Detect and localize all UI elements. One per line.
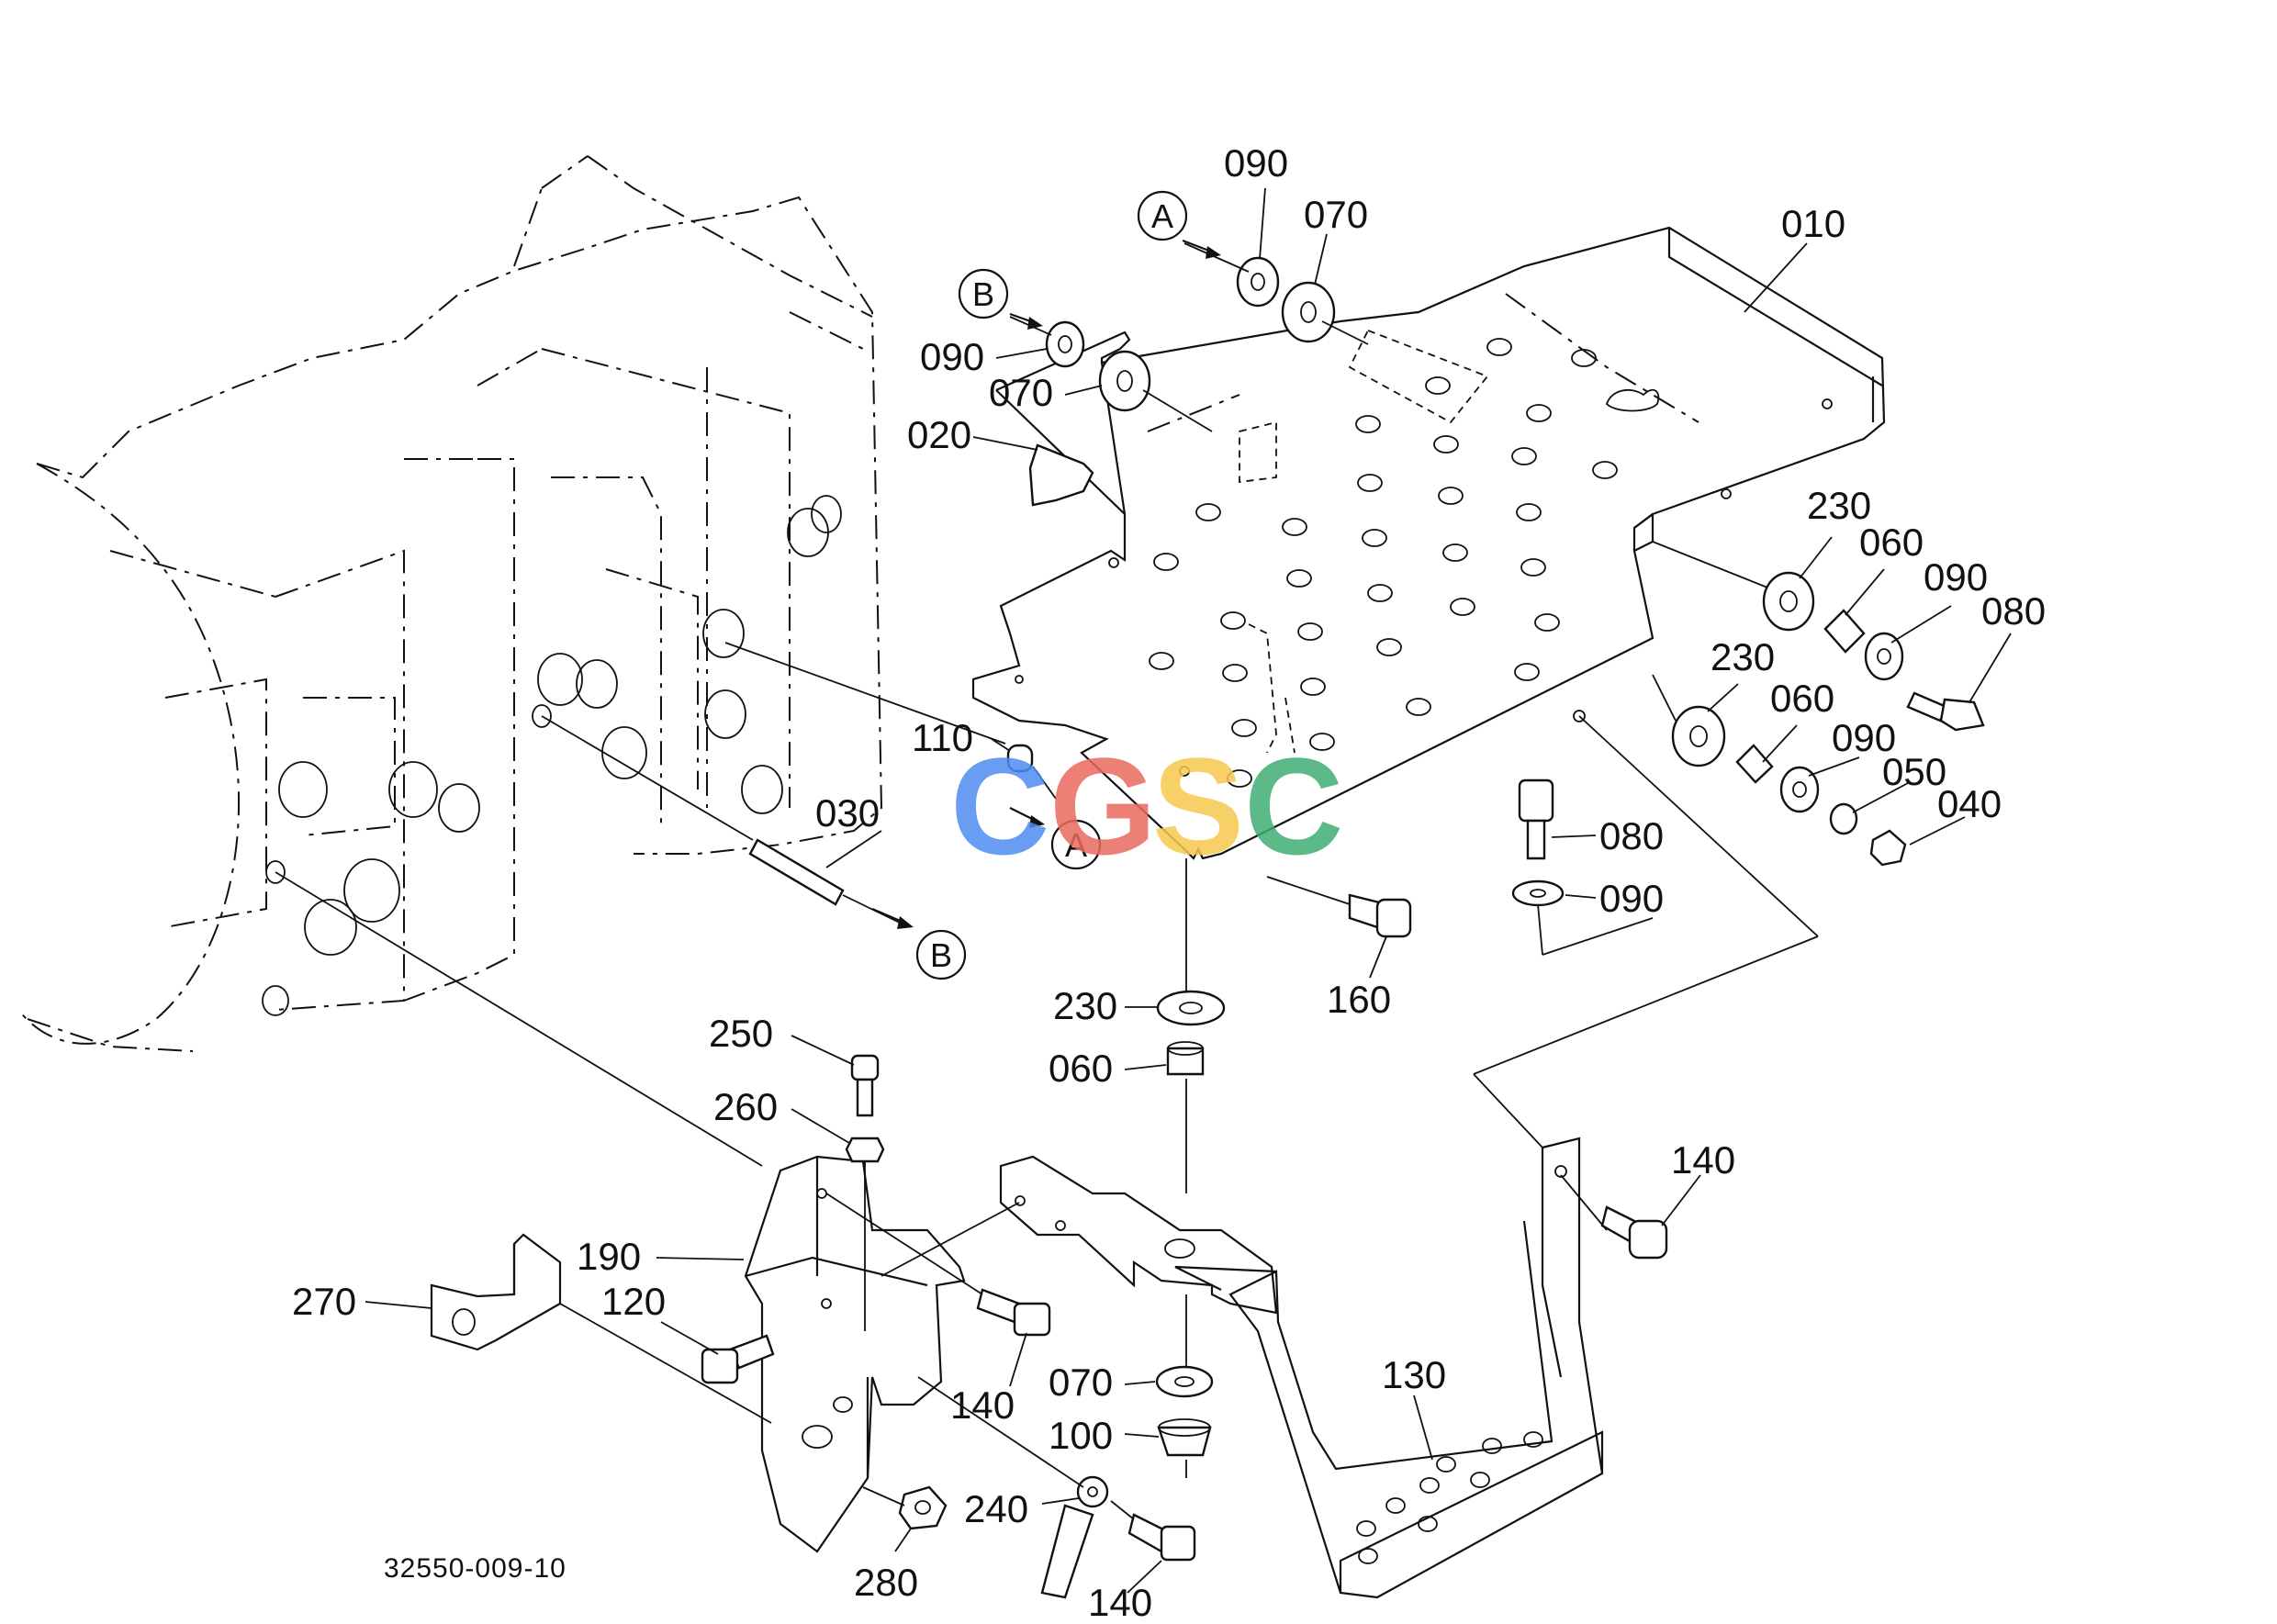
step-bracket-130 bbox=[1174, 1137, 1604, 1599]
svg-text:B: B bbox=[972, 275, 994, 313]
label-100: 100 bbox=[1049, 1414, 1113, 1457]
label-160: 160 bbox=[1327, 978, 1391, 1021]
label-090-washer: 090 bbox=[1599, 877, 1664, 920]
label-020: 020 bbox=[907, 413, 971, 456]
label-140-bottom: 140 bbox=[1088, 1581, 1152, 1619]
label-090-top: 090 bbox=[1224, 141, 1288, 185]
label-110: 110 bbox=[912, 716, 973, 759]
washer-070-left bbox=[1098, 350, 1151, 412]
stud-030 bbox=[748, 838, 845, 906]
step-plate-010 bbox=[971, 226, 1886, 860]
watermark-letter-c1: C bbox=[950, 729, 1049, 883]
transmission-housing bbox=[17, 155, 883, 1052]
svg-text:B: B bbox=[930, 936, 952, 974]
label-030: 030 bbox=[815, 791, 880, 834]
label-090-lower: 090 bbox=[1832, 716, 1896, 759]
reference-arrows bbox=[871, 239, 1221, 929]
washer-070-top bbox=[1281, 281, 1336, 343]
label-190: 190 bbox=[577, 1235, 641, 1278]
label-140-center: 140 bbox=[950, 1383, 1015, 1427]
watermark-letter-s: S bbox=[1152, 729, 1244, 883]
watermark-letter-c2: C bbox=[1244, 729, 1343, 883]
hardware-parts bbox=[701, 256, 1985, 1599]
mid-support-bracket bbox=[999, 1155, 1278, 1315]
washer-090-top bbox=[1236, 256, 1280, 308]
label-280: 280 bbox=[854, 1561, 918, 1604]
label-090-upper: 090 bbox=[1924, 555, 1988, 599]
svg-text:A: A bbox=[1151, 197, 1173, 235]
lever-bracket-190 bbox=[744, 1155, 966, 1553]
label-230-center: 230 bbox=[1053, 984, 1117, 1027]
label-040: 040 bbox=[1937, 782, 2002, 825]
label-080-lower: 080 bbox=[1599, 814, 1664, 857]
washer-090-left bbox=[1045, 320, 1085, 368]
label-060-center: 060 bbox=[1049, 1047, 1113, 1090]
label-230-lower: 230 bbox=[1711, 635, 1775, 678]
ref-mark-a-top: A bbox=[1137, 190, 1188, 241]
label-270: 270 bbox=[292, 1280, 356, 1323]
ref-mark-b-bottom: B bbox=[915, 929, 967, 980]
ref-mark-b-top: B bbox=[958, 268, 1009, 319]
part-labels: 010 090 070 090 070 020 110 030 230 060 … bbox=[292, 141, 2046, 1624]
label-230-upper: 230 bbox=[1807, 484, 1871, 527]
label-070-left: 070 bbox=[989, 371, 1053, 414]
drawing-code: 32550-009-10 bbox=[384, 1553, 566, 1584]
label-010: 010 bbox=[1781, 202, 1845, 245]
label-070-top: 070 bbox=[1304, 193, 1368, 236]
plate-tread-bumps bbox=[1149, 338, 1618, 788]
label-050: 050 bbox=[1882, 750, 1946, 793]
label-130: 130 bbox=[1382, 1353, 1446, 1396]
label-070-center: 070 bbox=[1049, 1361, 1113, 1404]
cgsc-watermark: C G S C bbox=[950, 729, 1343, 883]
label-260: 260 bbox=[713, 1085, 778, 1128]
label-140-right: 140 bbox=[1671, 1138, 1735, 1182]
ref-mark-a-mid: A bbox=[1050, 819, 1102, 870]
bracket-270 bbox=[430, 1233, 562, 1351]
svg-text:A: A bbox=[1065, 826, 1087, 864]
label-060-upper: 060 bbox=[1859, 521, 1924, 564]
label-120: 120 bbox=[601, 1280, 666, 1323]
watermark-letter-g: G bbox=[1049, 729, 1157, 883]
leader-lines bbox=[365, 187, 2012, 1594]
bracket-tread-holes bbox=[1356, 1431, 1543, 1564]
label-090-left: 090 bbox=[920, 335, 984, 378]
label-060-lower: 060 bbox=[1770, 677, 1834, 720]
clip-020 bbox=[1028, 443, 1094, 507]
label-250: 250 bbox=[709, 1012, 773, 1055]
label-080-upper: 080 bbox=[1981, 589, 2046, 633]
label-240: 240 bbox=[964, 1487, 1028, 1530]
